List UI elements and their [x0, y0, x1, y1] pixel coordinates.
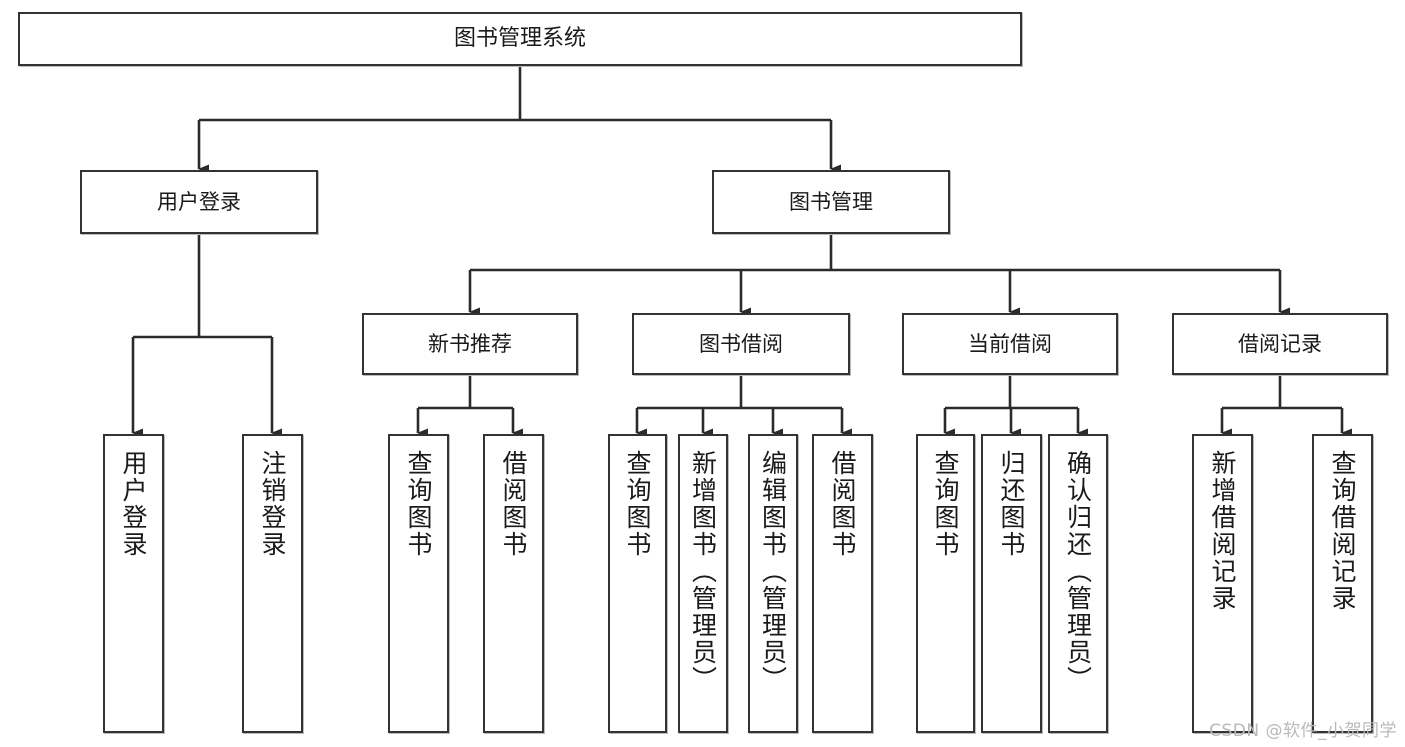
node-leaf-10-label: 归还图书 — [997, 450, 1026, 558]
node-leaf-7[interactable]: 编辑图书（管理员） — [748, 434, 798, 733]
node-leaf-12-label: 新增借阅记录 — [1208, 450, 1237, 612]
node-leaf-1[interactable]: 用户登录 — [103, 434, 164, 733]
node-leaf-6[interactable]: 新增图书（管理员） — [678, 434, 728, 733]
node-leaf-10[interactable]: 归还图书 — [981, 434, 1042, 733]
node-level3-1[interactable]: 新书推荐 — [362, 313, 578, 375]
node-leaf-5-label: 查询图书 — [623, 450, 652, 558]
node-leaf-8[interactable]: 借阅图书 — [812, 434, 873, 733]
connector-lines — [131, 66, 1352, 438]
node-level3-3[interactable]: 当前借阅 — [902, 313, 1118, 375]
node-leaf-13-label: 查询借阅记录 — [1328, 450, 1357, 612]
node-level3-4[interactable]: 借阅记录 — [1172, 313, 1388, 375]
node-leaf-8-label: 借阅图书 — [828, 450, 857, 558]
node-level2-2-label: 图书管理 — [789, 189, 873, 214]
node-level3-2[interactable]: 图书借阅 — [632, 313, 850, 375]
node-leaf-3[interactable]: 查询图书 — [388, 434, 449, 733]
node-level3-4-label: 借阅记录 — [1238, 331, 1322, 356]
node-leaf-2-label: 注销登录 — [258, 450, 287, 558]
node-root-system-label: 图书管理系统 — [453, 26, 586, 52]
node-leaf-2[interactable]: 注销登录 — [242, 434, 303, 733]
node-level3-3-label: 当前借阅 — [968, 331, 1052, 356]
node-leaf-1-label: 用户登录 — [119, 450, 148, 558]
csdn-watermark: CSDN @软件_小贺同学 — [1209, 721, 1397, 741]
node-leaf-9[interactable]: 查询图书 — [916, 434, 975, 733]
node-leaf-9-label: 查询图书 — [931, 450, 960, 558]
node-leaf-11[interactable]: 确认归还（管理员） — [1048, 434, 1108, 733]
node-level2-2[interactable]: 图书管理 — [712, 170, 950, 234]
node-level3-2-label: 图书借阅 — [699, 331, 783, 356]
node-level3-1-label: 新书推荐 — [428, 331, 512, 356]
node-leaf-3-label: 查询图书 — [404, 450, 433, 558]
node-leaf-12[interactable]: 新增借阅记录 — [1192, 434, 1253, 733]
node-leaf-13[interactable]: 查询借阅记录 — [1312, 434, 1373, 733]
node-level2-1[interactable]: 用户登录 — [80, 170, 318, 234]
node-level2-1-label: 用户登录 — [157, 189, 241, 214]
node-leaf-4[interactable]: 借阅图书 — [483, 434, 544, 733]
node-leaf-5[interactable]: 查询图书 — [608, 434, 667, 733]
node-leaf-6-label: 新增图书（管理员） — [688, 450, 718, 693]
node-leaf-11-label: 确认归还（管理员） — [1063, 450, 1093, 693]
node-leaf-7-label: 编辑图书（管理员） — [758, 450, 788, 693]
node-leaf-4-label: 借阅图书 — [499, 450, 528, 558]
node-root-system[interactable]: 图书管理系统 — [18, 12, 1022, 66]
